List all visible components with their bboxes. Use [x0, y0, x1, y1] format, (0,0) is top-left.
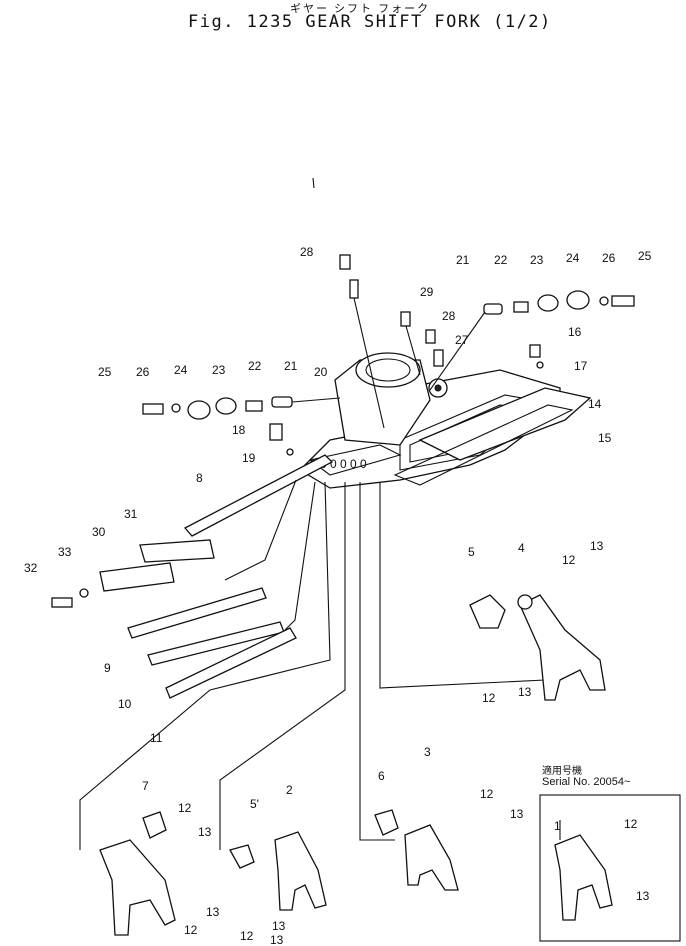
top-small-parts: [339, 254, 444, 429]
callout-number: 21: [284, 359, 298, 373]
callout-number: 14: [588, 397, 602, 411]
callout-number: 12: [184, 923, 198, 937]
callout-number: 12: [178, 801, 192, 815]
callout-number: 13: [636, 889, 650, 903]
callout-number: 31: [124, 507, 138, 521]
callout-number: 3: [424, 745, 431, 759]
callout-number: 28: [300, 245, 314, 259]
callout-number: 1: [554, 819, 561, 833]
figure-title: Fig. 1235 GEAR SHIFT FORK (1/2): [188, 12, 552, 32]
callout-number: 4: [518, 541, 525, 555]
callout-number: 12: [482, 691, 496, 705]
callout-number: 16: [568, 325, 582, 339]
callout-number: 23: [530, 253, 544, 267]
callout-number: 25: [638, 249, 652, 263]
callout-number: 28: [442, 309, 456, 323]
callout-number: 21: [456, 253, 470, 267]
callout-number: 22: [248, 359, 262, 373]
callout-number: 19: [242, 451, 256, 465]
fork-2-assembly: [229, 831, 327, 911]
callout-number: 7: [142, 779, 149, 793]
callout-number: 33: [58, 545, 72, 559]
callout-number: 20: [314, 365, 328, 379]
callout-number: 24: [566, 251, 580, 265]
callout-number: 11: [150, 731, 163, 745]
callout-number: 30: [92, 525, 106, 539]
callout-number: 12: [562, 553, 576, 567]
gasket: [393, 404, 574, 486]
leader-lines: [79, 479, 546, 850]
fork-7-assembly: [99, 811, 176, 936]
callout-number: 13: [206, 905, 220, 919]
callout-number: 26: [602, 251, 616, 265]
inset-serial-number: Serial No. 20054~: [542, 776, 631, 788]
callout-number: 13: [198, 825, 212, 839]
inset-box: [539, 794, 681, 942]
callout-number: 15: [598, 431, 612, 445]
callout-number: 13: [590, 539, 604, 553]
callout-number: 32: [24, 561, 38, 575]
callout-number: 27: [455, 333, 469, 347]
inset-label-japanese: 適用号機: [542, 766, 582, 777]
callout-number: 18: [232, 423, 246, 437]
callout-number: 5': [250, 797, 259, 811]
callout-number: 12: [480, 787, 494, 801]
callout-number: 13: [270, 933, 284, 946]
fork-1: [554, 834, 613, 921]
callout-number: 17: [574, 359, 588, 373]
callout-number: 13: [518, 685, 532, 699]
shift-rails: [127, 454, 334, 699]
callout-number: 22: [494, 253, 508, 267]
callout-number: 10: [118, 697, 132, 711]
callout-number: 29: [420, 285, 434, 299]
callout-number: 23: [212, 363, 226, 377]
stray-mark: [312, 177, 315, 189]
stopper-plates: [51, 539, 215, 608]
callout-number: 25: [98, 365, 112, 379]
title-japanese: ギヤー シフト フォーク: [290, 3, 431, 15]
callout-number: 9: [104, 661, 111, 675]
cover-plate: [418, 387, 592, 461]
callout-number: 12: [240, 929, 254, 943]
callout-number: 13: [510, 807, 524, 821]
callout-number: 26: [136, 365, 150, 379]
fork-3-assembly: [374, 809, 459, 891]
right-bolt-set: [429, 290, 635, 391]
fork-4: [517, 594, 606, 701]
callout-number: 24: [174, 363, 188, 377]
callout-number: 5: [468, 545, 475, 559]
callout-number: 6: [378, 769, 385, 783]
shift-housing: 0 0 0 0 0 0: [298, 352, 561, 489]
block-5: [469, 594, 506, 629]
callout-number: 2: [286, 783, 293, 797]
left-bolt-set: [142, 396, 341, 456]
callout-number: 12: [624, 817, 638, 831]
callout-number: 13: [272, 919, 286, 933]
callout-number: 8: [196, 471, 203, 485]
